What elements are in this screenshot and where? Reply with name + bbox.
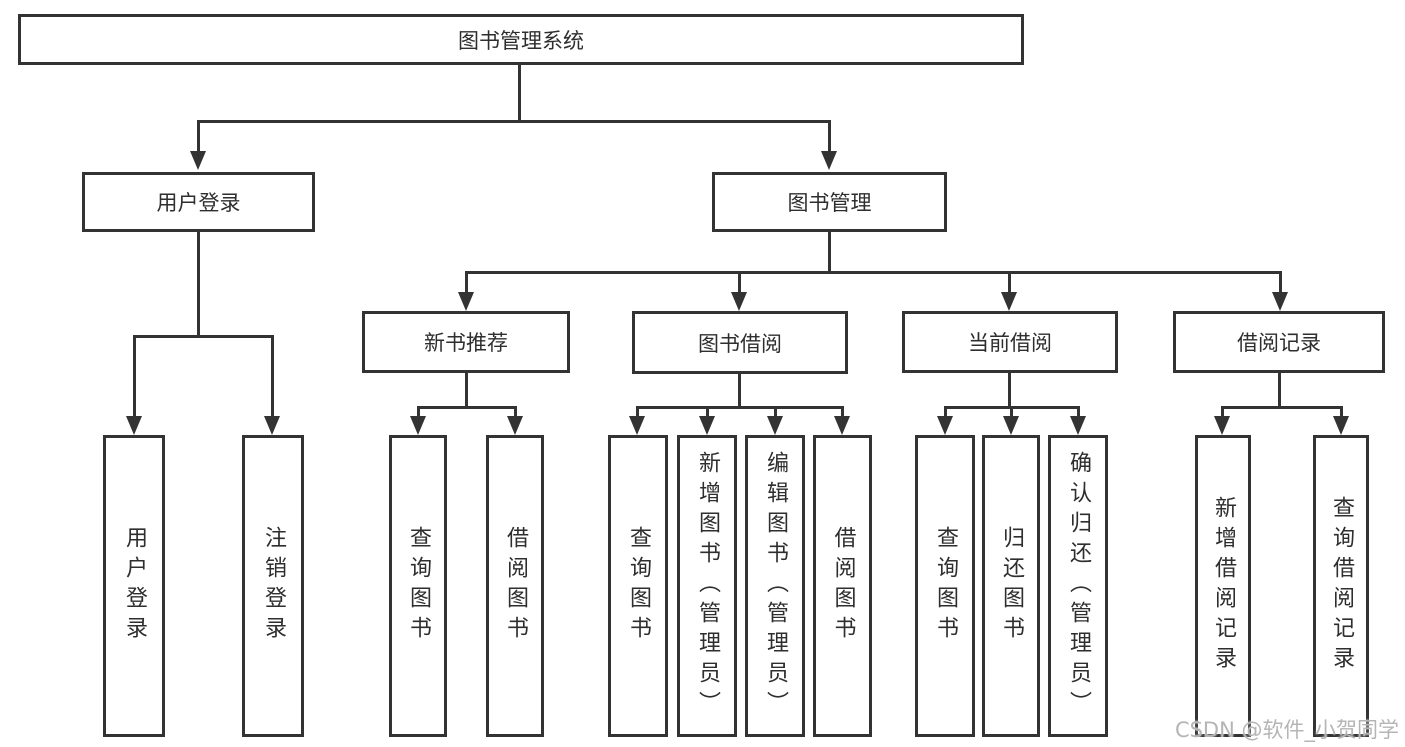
- leaf-query-books-1: 查询图书: [389, 435, 447, 737]
- connector-drop-leaf: [944, 406, 947, 418]
- arrowhead-down-icon: [458, 292, 474, 311]
- arrowhead-down-icon: [937, 416, 953, 435]
- leaf-add-books-admin: 新增图书（管理员）: [677, 435, 737, 737]
- node-root-label: 图书管理系统: [458, 28, 584, 53]
- arrowhead-down-icon: [1333, 416, 1349, 435]
- leaf-return-books-label: 归还图书: [999, 526, 1024, 646]
- leaf-confirm-return-admin-label: 确认归还（管理员）: [1066, 451, 1091, 721]
- connector-drop-book-management: [828, 120, 831, 153]
- connector-drop-leaf: [514, 406, 517, 418]
- arrowhead-down-icon: [264, 416, 280, 435]
- connector-user-login-stem: [197, 231, 200, 337]
- arrowhead-down-icon: [731, 292, 747, 311]
- connector-drop-book-borrow: [738, 271, 741, 293]
- connector-drop-new-book: [465, 271, 468, 293]
- node-borrowing-records: 借阅记录: [1173, 311, 1385, 373]
- leaf-user-login: 用户登录: [103, 435, 165, 737]
- node-book-borrowing: 图书借阅: [632, 311, 848, 374]
- node-book-management: 图书管理: [712, 172, 947, 232]
- connector-current-borrow-stem: [1008, 372, 1011, 409]
- leaf-add-books-admin-label: 新增图书（管理员）: [695, 451, 720, 721]
- connector-drop-leaf: [1010, 406, 1013, 418]
- connector-drop-leaf: [1077, 406, 1080, 418]
- node-user-login-label: 用户登录: [156, 191, 241, 215]
- connector-borrow-records-rail: [1221, 406, 1343, 409]
- connector-drop-leaf: [774, 406, 777, 418]
- arrowhead-down-icon: [767, 416, 783, 435]
- leaf-user-login-label: 用户登录: [122, 526, 147, 646]
- connector-root-stem: [518, 64, 521, 122]
- leaf-query-books-3-label: 查询图书: [933, 526, 958, 646]
- connector-book-management-stem: [828, 231, 831, 274]
- leaf-add-borrow-record-label: 新增借阅记录: [1211, 496, 1236, 676]
- connector-drop-logout: [271, 335, 274, 416]
- connector-borrow-records-stem: [1278, 372, 1281, 409]
- node-root: 图书管理系统: [18, 14, 1024, 65]
- node-current-borrowing-label: 当前借阅: [968, 331, 1052, 355]
- connector-book-management-rail: [465, 271, 1282, 274]
- leaf-query-borrow-record-label: 查询借阅记录: [1329, 496, 1354, 676]
- connector-user-login-rail: [133, 335, 274, 338]
- leaf-add-borrow-record: 新增借阅记录: [1195, 435, 1251, 737]
- arrowhead-down-icon: [1070, 416, 1086, 435]
- arrowhead-down-icon: [821, 151, 837, 170]
- leaf-logout-label: 注销登录: [261, 526, 286, 646]
- leaf-query-books-1-label: 查询图书: [406, 526, 431, 646]
- leaf-confirm-return-admin: 确认归还（管理员）: [1048, 435, 1108, 737]
- node-new-book-recommend: 新书推荐: [362, 311, 570, 373]
- connector-drop-leaf: [417, 406, 420, 418]
- leaf-query-borrow-record: 查询借阅记录: [1313, 435, 1369, 737]
- node-current-borrowing: 当前借阅: [902, 311, 1118, 373]
- connector-new-book-stem: [465, 372, 468, 409]
- arrowhead-down-icon: [1272, 292, 1288, 311]
- node-borrowing-records-label: 借阅记录: [1237, 331, 1321, 355]
- connector-new-book-rail: [417, 406, 517, 409]
- leaf-query-books-3: 查询图书: [915, 435, 975, 737]
- connector-drop-leaf: [636, 406, 639, 418]
- arrowhead-down-icon: [190, 151, 206, 170]
- connector-root-rail: [197, 120, 831, 123]
- node-new-book-recommend-label: 新书推荐: [424, 331, 508, 355]
- leaf-borrow-books-2: 借阅图书: [813, 435, 872, 737]
- leaf-edit-books-admin-label: 编辑图书（管理员）: [763, 451, 788, 721]
- connector-drop-current-borrow: [1008, 271, 1011, 293]
- connector-drop-borrow-records: [1279, 271, 1282, 293]
- arrowhead-down-icon: [699, 416, 715, 435]
- arrowhead-down-icon: [1001, 292, 1017, 311]
- leaf-query-books-2: 查询图书: [608, 435, 668, 737]
- leaf-borrow-books-1-label: 借阅图书: [503, 526, 528, 646]
- connector-book-borrow-rail: [636, 406, 844, 409]
- connector-drop-leaf: [706, 406, 709, 418]
- connector-book-borrow-stem: [738, 373, 741, 409]
- node-book-management-label: 图书管理: [787, 191, 872, 215]
- node-user-login: 用户登录: [82, 172, 315, 232]
- leaf-return-books: 归还图书: [982, 435, 1040, 737]
- leaf-query-books-2-label: 查询图书: [626, 526, 651, 646]
- leaf-borrow-books-1: 借阅图书: [486, 435, 544, 737]
- connector-drop-leaf: [1221, 406, 1224, 418]
- arrowhead-down-icon: [410, 416, 426, 435]
- arrowhead-down-icon: [126, 416, 142, 435]
- leaf-borrow-books-2-label: 借阅图书: [830, 526, 856, 646]
- connector-drop-leaf: [1340, 406, 1343, 418]
- arrowhead-down-icon: [1214, 416, 1230, 435]
- connector-drop-user-login: [197, 120, 200, 153]
- arrowhead-down-icon: [507, 416, 523, 435]
- connector-drop-login: [133, 335, 136, 416]
- leaf-edit-books-admin: 编辑图书（管理员）: [745, 435, 805, 737]
- connector-drop-leaf: [841, 406, 844, 418]
- arrowhead-down-icon: [629, 416, 645, 435]
- csdn-watermark: CSDN @软件_小贺同学: [1174, 718, 1399, 742]
- node-book-borrowing-label: 图书借阅: [698, 331, 782, 356]
- arrowhead-down-icon: [834, 416, 850, 435]
- leaf-logout: 注销登录: [242, 435, 304, 737]
- arrowhead-down-icon: [1003, 416, 1019, 435]
